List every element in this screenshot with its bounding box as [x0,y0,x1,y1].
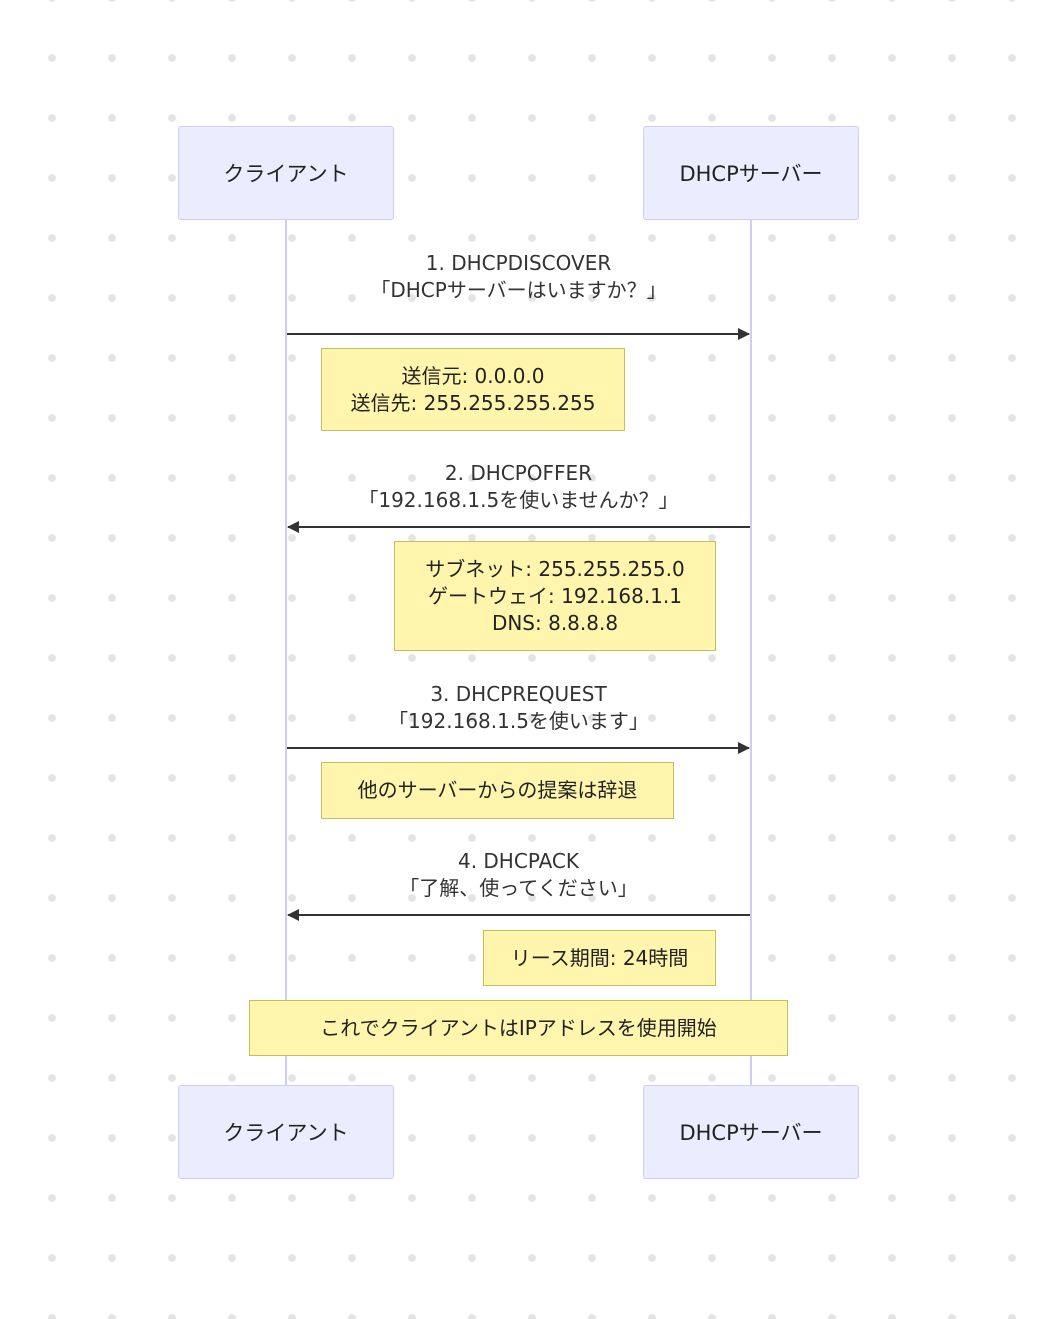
offer-text: 「192.168.1.5を使いませんか？」 [358,488,679,512]
ack-note: リース期間: 24時間 [483,930,716,986]
ack-message: 4. DHCPACK 「了解、使ってください」 [286,848,751,902]
client-lifeline [285,220,287,1086]
request-note: 他のサーバーからの提案は辞退 [321,762,674,819]
request-message: 3. DHCPREQUEST 「192.168.1.5を使います」 [286,681,751,735]
discover-message: 1. DHCPDISCOVER 「DHCPサーバーはいますか？」 [286,250,751,304]
offer-note: サブネット: 255.255.255.0 ゲートウェイ: 192.168.1.1… [394,541,716,651]
client-actor-bottom: クライアント [178,1085,394,1179]
client-actor-label: クライアント [223,162,349,186]
client-actor-top: クライアント [178,126,394,220]
note-line: サブネット: 255.255.255.0 [425,556,685,581]
note-line: 送信元: 0.0.0.0 [401,363,545,388]
final-note: これでクライアントはIPアドレスを使用開始 [249,1000,788,1056]
discover-note: 送信元: 0.0.0.0 送信先: 255.255.255.255 [321,348,625,431]
discover-step: 1. DHCPDISCOVER [425,251,612,275]
note-line: DNS: 8.8.8.8 [491,610,619,635]
server-actor-bottom: DHCPサーバー [643,1085,859,1179]
note-line: ゲートウェイ: 192.168.1.1 [428,583,682,608]
ack-text: 「了解、使ってください」 [399,876,638,900]
note-line: 他のサーバーからの提案は辞退 [357,778,638,802]
server-lifeline [750,220,752,1086]
server-actor-label: DHCPサーバー [679,162,823,186]
server-actor-label: DHCPサーバー [679,1121,823,1145]
ack-step: 4. DHCPACK [457,849,580,873]
note-line: これでクライアントはIPアドレスを使用開始 [320,1015,717,1040]
request-text: 「192.168.1.5を使います」 [388,709,649,733]
offer-step: 2. DHCPOFFER [444,461,593,485]
client-actor-label: クライアント [223,1121,349,1145]
discover-text: 「DHCPサーバーはいますか？」 [370,278,667,302]
offer-message: 2. DHCPOFFER 「192.168.1.5を使いませんか？」 [286,460,751,514]
note-line: 送信先: 255.255.255.255 [350,390,596,415]
server-actor-top: DHCPサーバー [643,126,859,220]
request-step: 3. DHCPREQUEST [430,682,607,706]
note-line: リース期間: 24時間 [510,945,689,970]
